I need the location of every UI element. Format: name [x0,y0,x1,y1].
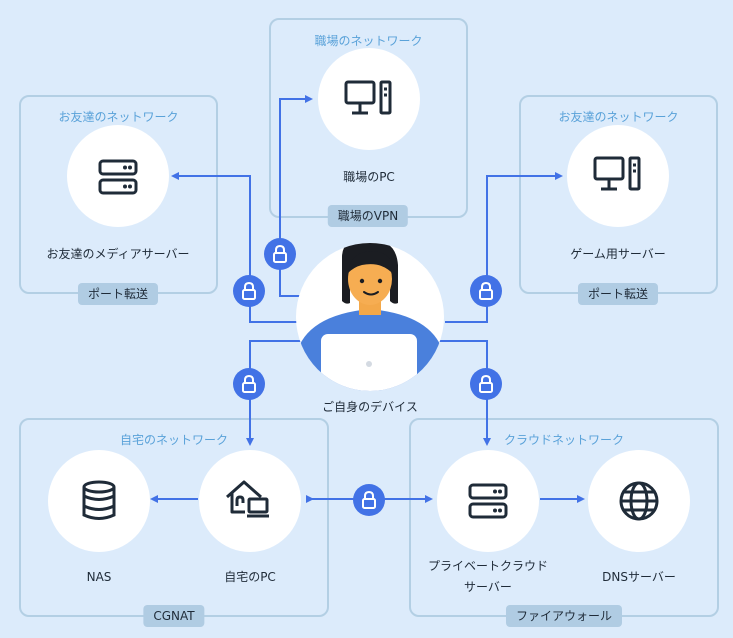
lock-icon [470,368,502,400]
my-device-node [296,243,444,391]
wire-cloud [425,340,491,446]
wire-home [246,340,318,446]
lock-icon [470,275,502,307]
desktop-icon [344,80,392,115]
wire-game [445,172,563,323]
globe-icon [619,481,659,521]
friend-media-server-node [67,125,169,227]
database-icon [82,480,116,520]
wire-work [279,95,313,297]
work-pc-label: 職場のPC [343,170,395,184]
dns-server-label: DNSサーバー [602,570,676,584]
work-pc-node [318,48,420,150]
private-cloud-label-line1: プライベートクラウド [427,559,549,573]
private-cloud-server-node [437,450,539,552]
lock-icon [353,484,385,516]
game-server-label: ゲーム用サーバー [570,247,666,261]
panel-title: クラウドネットワーク [503,433,624,447]
friend-port-forward-tag: ポート転送 [77,283,159,305]
home-pc-icon [226,480,269,518]
game-port-forward-tag: ポート転送 [577,283,659,305]
nas-label: NAS [86,570,112,584]
lock-icon [233,368,265,400]
panel-title: 職場のネットワーク [314,34,423,48]
panel-title: お友達のネットワーク [58,110,179,124]
panel-title: 自宅のネットワーク [119,433,228,447]
nas-node [48,450,150,552]
panel-title: お友達のネットワーク [558,110,679,124]
my-device-label: ご自身のデバイス [322,400,418,414]
private-cloud-label-line2: サーバー [464,580,512,594]
firewall-tag: ファイアウォール [505,605,623,627]
game-server-node [567,125,669,227]
lock-icon [264,238,296,270]
home-pc-label: 自宅のPC [224,570,276,584]
home-pc-node [199,450,301,552]
friend-media-server-label: お友達のメディアサーバー [46,247,190,261]
server-icon [98,159,138,195]
person-with-laptop [296,243,444,391]
desktop-icon [593,156,641,191]
work-vpn-tag: 職場のVPN [327,205,409,227]
lock-icon [233,275,265,307]
dns-server-node [588,450,690,552]
cgnat-tag: CGNAT [143,605,205,627]
server-icon [468,483,508,519]
wire-friend [171,172,298,323]
